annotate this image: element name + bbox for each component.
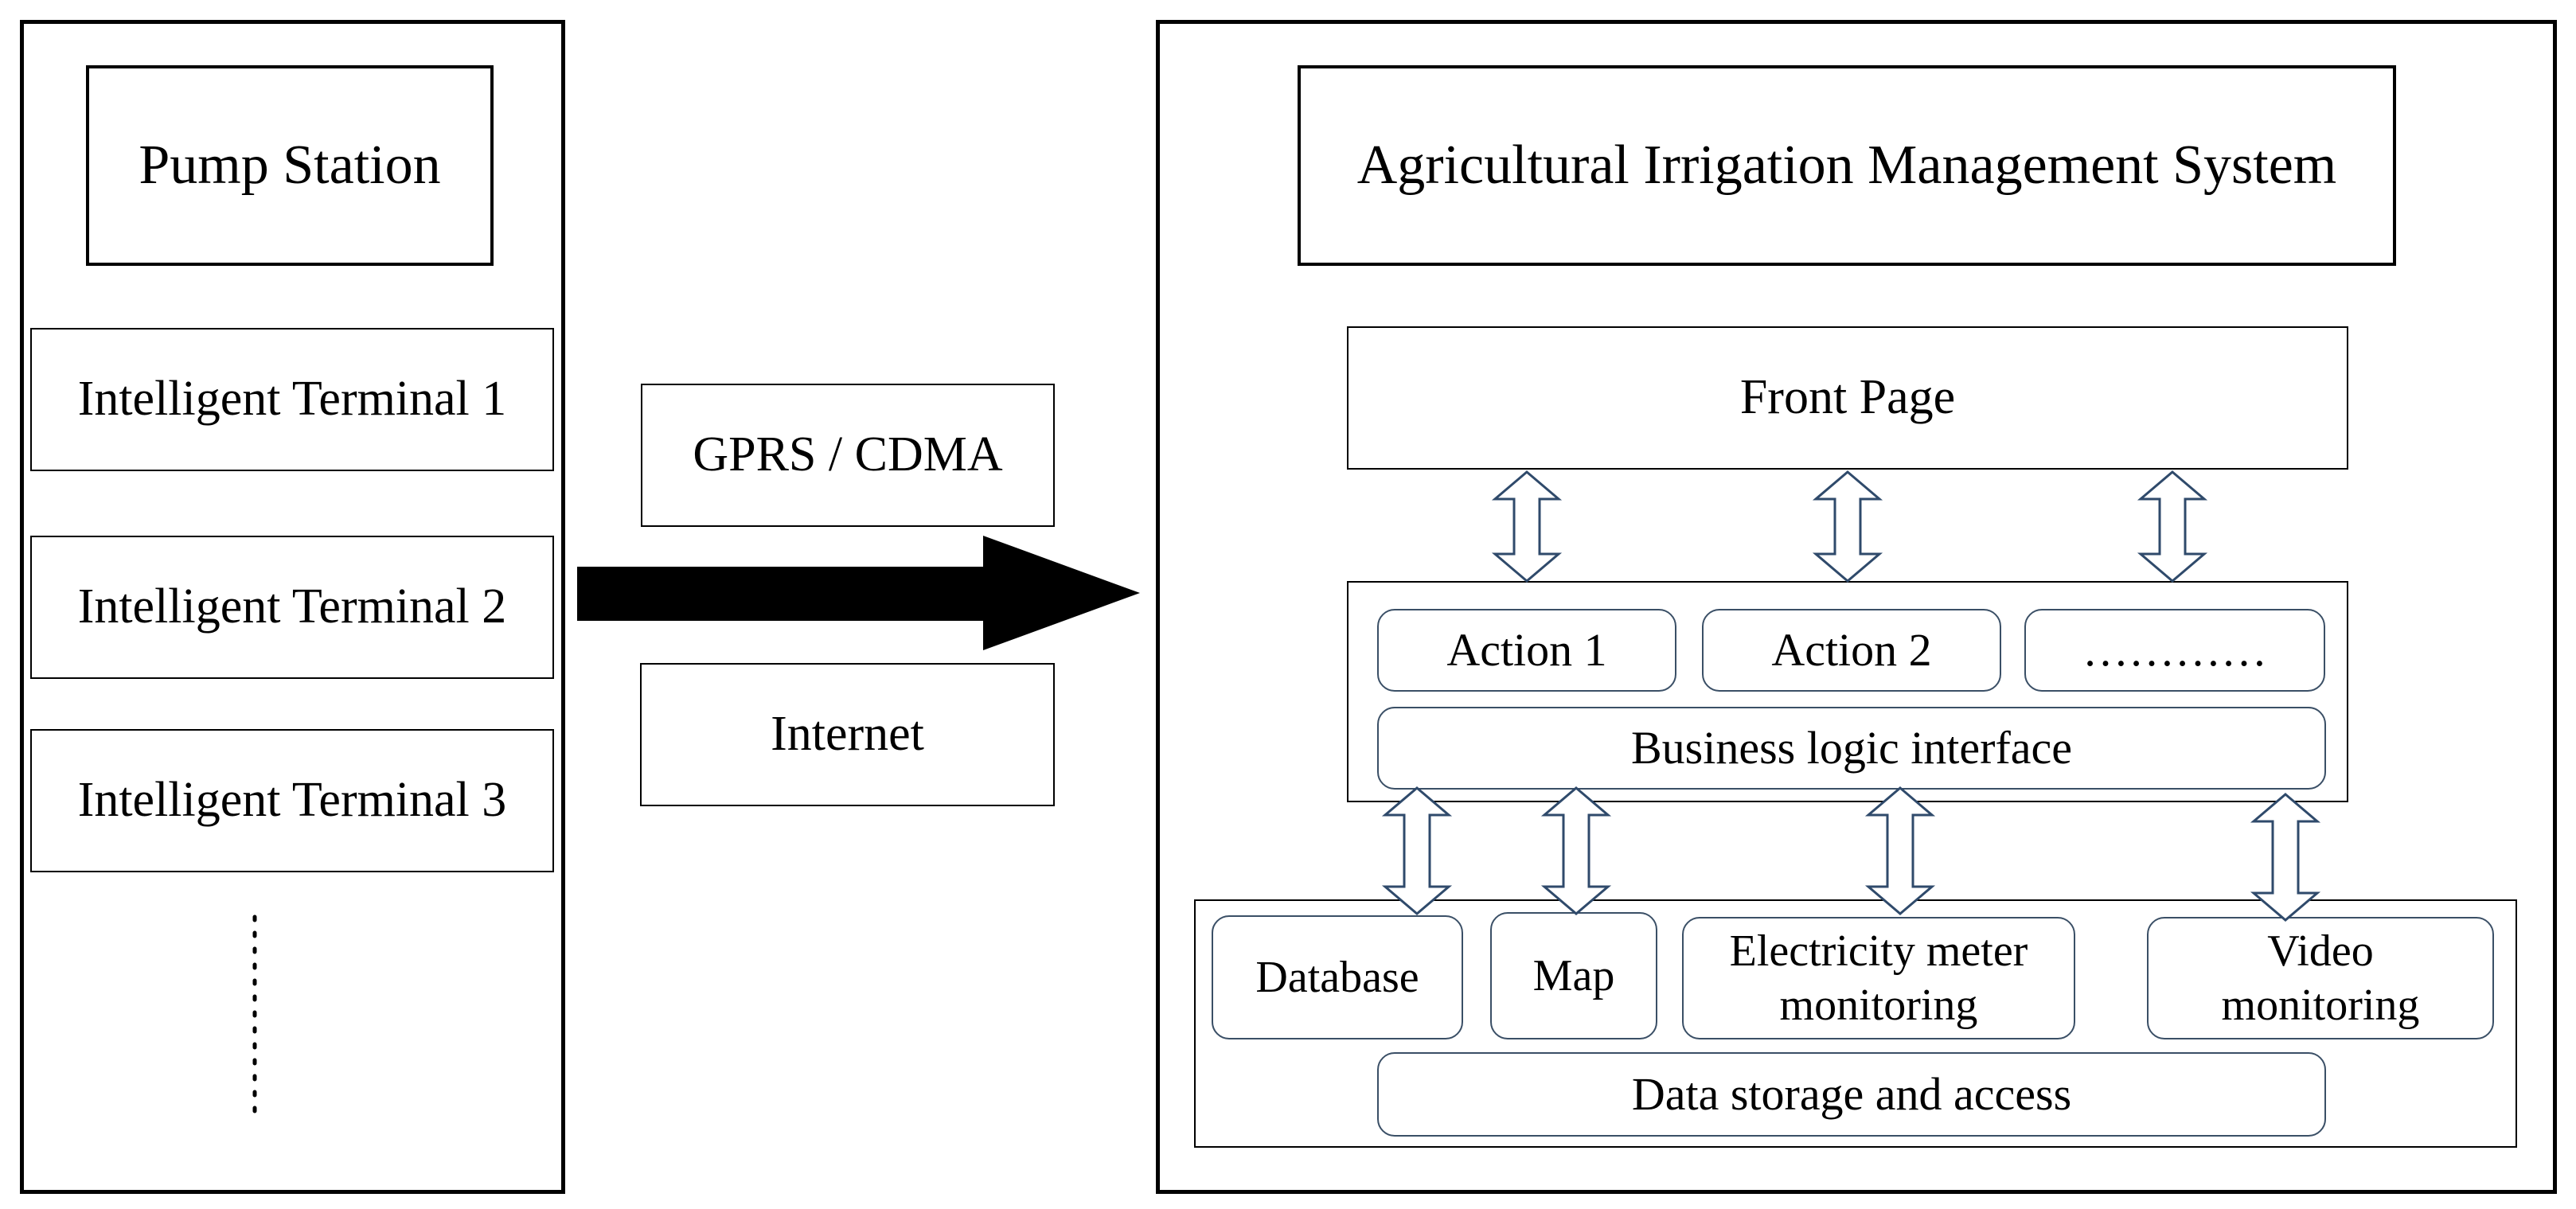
intelligent-terminal-1: Intelligent Terminal 1 xyxy=(30,328,554,471)
action-2-box: Action 2 xyxy=(1702,609,2001,692)
big-right-arrow xyxy=(577,536,1140,650)
business-logic-interface: Business logic interface xyxy=(1377,707,2326,790)
intelligent-terminal-2: Intelligent Terminal 2 xyxy=(30,536,554,679)
pump-station-panel xyxy=(20,20,565,1194)
double-arrow-business-video xyxy=(2250,793,2321,922)
double-arrow-front-business-1 xyxy=(1491,470,1563,583)
front-page-box: Front Page xyxy=(1347,326,2348,470)
data-storage-access: Data storage and access xyxy=(1377,1052,2326,1137)
video-monitoring-box: Video monitoring xyxy=(2147,917,2494,1039)
system-title: Agricultural Irrigation Management Syste… xyxy=(1298,65,2396,266)
gprs-cdma-label: GPRS / CDMA xyxy=(641,384,1055,527)
data-layer-box xyxy=(1194,899,2517,1148)
double-arrow-business-database xyxy=(1381,786,1453,915)
electricity-meter-monitoring-box: Electricity meter monitoring xyxy=(1682,917,2075,1039)
internet-label: Internet xyxy=(640,663,1055,806)
action-more-box: ………… xyxy=(2024,609,2325,692)
map-box: Map xyxy=(1490,912,1657,1039)
intelligent-terminal-3: Intelligent Terminal 3 xyxy=(30,729,554,872)
management-system-panel xyxy=(1156,20,2557,1194)
double-arrow-business-map xyxy=(1540,786,1612,915)
double-arrow-business-electricity xyxy=(1864,786,1936,915)
database-box: Database xyxy=(1212,915,1463,1039)
pump-station-title: Pump Station xyxy=(86,65,494,266)
double-arrow-front-business-3 xyxy=(2137,470,2208,583)
double-arrow-front-business-2 xyxy=(1812,470,1883,583)
action-1-box: Action 1 xyxy=(1377,609,1676,692)
